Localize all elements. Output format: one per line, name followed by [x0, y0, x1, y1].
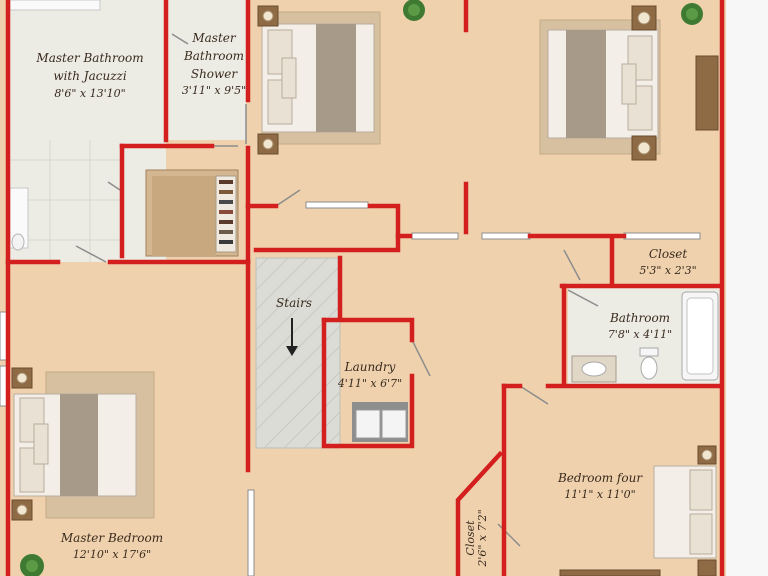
bed-icon: [261, 23, 375, 133]
closet-side-dims: 2'6" x 7'2": [476, 509, 489, 567]
dresser: [559, 569, 661, 576]
door: [563, 249, 581, 281]
master-shower-name-2: Bathroom: [183, 49, 244, 63]
arrow-down-icon: [286, 318, 298, 356]
closet-floor: [152, 176, 216, 256]
plant-icon: [20, 554, 44, 576]
shoe-rack: [215, 175, 237, 253]
toilet-icon: [11, 233, 25, 251]
door: [107, 181, 121, 191]
master-bedroom-name: Master Bedroom: [60, 531, 163, 545]
master-shower-dims: 3'11" x 9'5": [182, 84, 246, 97]
door: [275, 189, 301, 207]
lamp-icon: [16, 372, 28, 384]
closet-side-name: Closet: [464, 520, 477, 556]
bed-icon: [13, 393, 137, 497]
bathroom-name: Bathroom: [609, 311, 670, 325]
window: [247, 489, 255, 576]
room-labels: Master Bathroom with Jacuzzi 8'6" x 13'1…: [35, 31, 696, 568]
closet-side-label: Closet 2'6" x 7'2": [464, 509, 489, 567]
stairs-label: Stairs: [276, 296, 312, 310]
lamp-icon: [16, 504, 28, 516]
plant-icon: [403, 0, 425, 21]
plant-icon: [681, 3, 703, 25]
lamp-icon: [262, 138, 274, 150]
toilet-icon: [639, 347, 659, 380]
walls: [5, 0, 725, 576]
closet-top-name: Closet: [649, 247, 688, 261]
master-bath-floor: [10, 0, 166, 262]
door: [75, 245, 107, 263]
window: [411, 232, 459, 240]
window: [305, 201, 369, 209]
master-bath-dims: 8'6" x 13'10": [54, 87, 125, 100]
washer-icon: [355, 409, 381, 439]
dryer-icon: [381, 409, 407, 439]
master-bath-name-1: Master Bathroom: [35, 51, 143, 65]
lamp-icon: [637, 11, 651, 25]
jacuzzi-icon: [9, 0, 101, 11]
master-shower-name-3: Shower: [191, 67, 239, 81]
bedroom-four-dims: 11'1" x 11'0": [564, 488, 635, 501]
lamp-icon: [637, 141, 651, 155]
lamp-icon: [701, 449, 713, 461]
window: [481, 232, 531, 240]
master-bedroom-dims: 12'10" x 17'6": [73, 548, 151, 561]
lamp-icon: [262, 10, 274, 22]
door: [567, 289, 599, 307]
dresser: [695, 55, 719, 131]
closet-top-dims: 5'3" x 2'3": [639, 264, 696, 277]
bed-icon: [653, 465, 717, 559]
master-bath-name-2: with Jacuzzi: [53, 69, 127, 83]
bed-icon: [547, 29, 659, 139]
door: [519, 385, 549, 405]
door: [171, 33, 189, 45]
master-shower-floor: [168, 0, 246, 140]
furniture: [9, 0, 719, 576]
sink-icon: [571, 355, 617, 383]
door: [497, 523, 521, 547]
bedroom-four-name: Bedroom four: [557, 471, 643, 485]
bathtub-icon: [681, 291, 719, 381]
laundry-name: Laundry: [344, 360, 396, 374]
stairs-floor: [255, 257, 341, 449]
bathroom-dims: 7'8" x 4'11": [608, 328, 672, 341]
exterior-margin: [726, 0, 768, 576]
laundry-dims: 4'11" x 6'7": [337, 377, 402, 390]
master-shower-name-1: Master: [191, 31, 237, 45]
door: [411, 339, 431, 377]
window: [623, 232, 701, 240]
nightstand: [697, 559, 717, 576]
openings: [0, 33, 701, 576]
